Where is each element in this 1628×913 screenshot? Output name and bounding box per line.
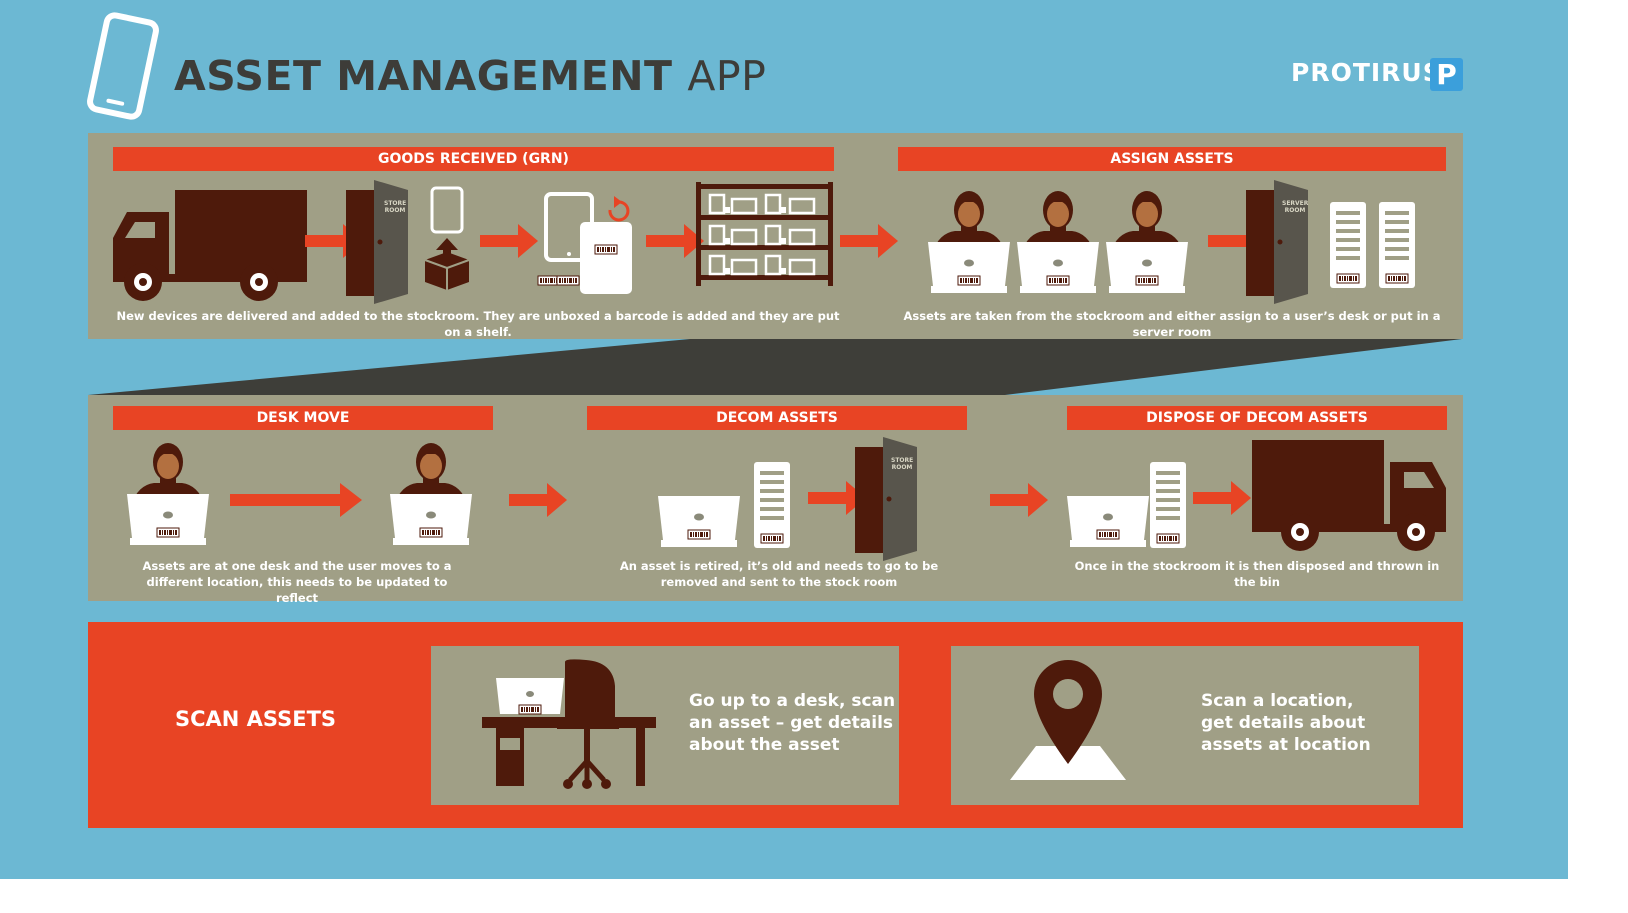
store-room-door-icon [855,437,917,561]
phone-icon [87,12,159,120]
store-room-door-icon [346,180,408,304]
arrow-icon [840,224,898,258]
desk-move-caption: Assets are at one desk and the user move… [142,559,452,605]
arrow-icon [990,483,1048,517]
laptop-icon [658,496,742,552]
location-pin-icon [1010,660,1126,780]
connector-band [88,339,1462,395]
user-laptop-icon [928,191,1012,298]
page-title: ASSET MANAGEMENT APP [174,52,766,100]
arrow-icon [480,224,538,258]
arrow-icon [509,483,567,517]
long-arrow-icon [230,483,362,517]
page-title-light: APP [687,52,767,100]
infographic-canvas: ASSET MANAGEMENT APP PROTIRUS P GOODS RE… [0,0,1568,879]
delivery-truck-icon [1252,440,1446,551]
brand-logo-icon: P [1430,58,1463,91]
brand-logo-letter: P [1436,58,1457,91]
dispose-assets-header: DISPOSE OF DECOM ASSETS [1067,406,1447,430]
store-room-sign: STORE ROOM [384,200,406,214]
server-icon [754,462,794,552]
server-icon [1150,462,1190,552]
arrow-icon [1193,481,1251,515]
assign-assets-header: ASSIGN ASSETS [898,147,1446,171]
store-room-sign: STORE ROOM [891,457,913,471]
scan-desk-text: Go up to a desk, scan an asset – get det… [689,691,896,755]
desk-move-header: DESK MOVE [113,406,493,430]
store-room-sign-line2: ROOM [384,207,406,214]
scan-assets-title: SCAN ASSETS [175,707,337,731]
scan-location-text: Scan a location, get details about asset… [1201,691,1371,755]
assign-assets-caption: Assets are taken from the stockroom and … [903,309,1441,339]
user-laptop-icon [127,443,211,550]
unboxing-icon [424,186,470,290]
server-icon [1379,202,1419,292]
decom-assets-caption: An asset is retired, it’s old and needs … [619,559,939,589]
server-icon [1330,202,1370,292]
device-barcode-icon [537,192,632,294]
decom-assets-header: DECOM ASSETS [587,406,967,430]
goods-received-caption: New devices are delivered and added to t… [116,309,840,339]
dispose-assets-caption: Once in the stockroom it is then dispose… [1074,559,1440,589]
laptop-icon [1067,496,1151,552]
shelf-icon [696,182,833,286]
store-room-sign-line1: STORE [384,200,407,207]
store-room-sign-line1: STORE [891,457,914,464]
goods-received-header: GOODS RECEIVED (GRN) [113,147,834,171]
page-title-bold: ASSET MANAGEMENT [174,52,673,100]
desk-workstation-icon [482,659,656,789]
brand-name: PROTIRUS [1291,58,1442,87]
server-room-sign-line2: ROOM [1284,207,1306,214]
user-laptop-icon [1106,191,1190,298]
user-laptop-icon [390,443,474,550]
server-room-door-icon [1246,180,1308,304]
store-room-sign-line2: ROOM [891,464,913,471]
server-room-sign: SERVER ROOM [1282,200,1308,214]
server-room-sign-line1: SERVER [1282,200,1309,207]
user-laptop-icon [1017,191,1101,298]
delivery-truck-icon [113,190,307,301]
